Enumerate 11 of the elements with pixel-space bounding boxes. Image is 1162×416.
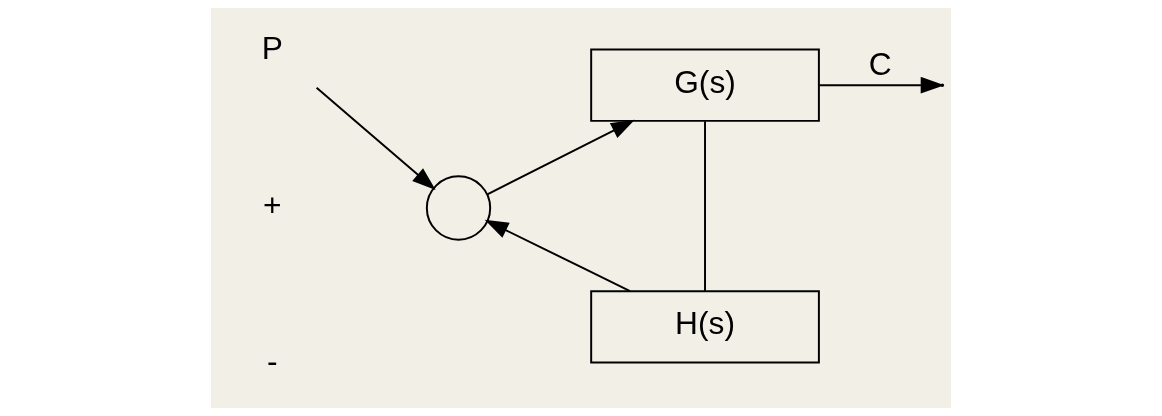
- label: +: [263, 186, 282, 223]
- node-box: H(s): [590, 290, 820, 364]
- connector: [704, 120, 706, 292]
- node-box: G(s): [590, 48, 820, 122]
- arrow: [486, 119, 635, 196]
- node-circle: [425, 175, 492, 241]
- edge-label: C: [868, 45, 892, 82]
- node-text: P: [261, 30, 283, 67]
- label: -: [267, 342, 278, 379]
- arrow: [315, 86, 436, 191]
- arrow: [484, 219, 632, 293]
